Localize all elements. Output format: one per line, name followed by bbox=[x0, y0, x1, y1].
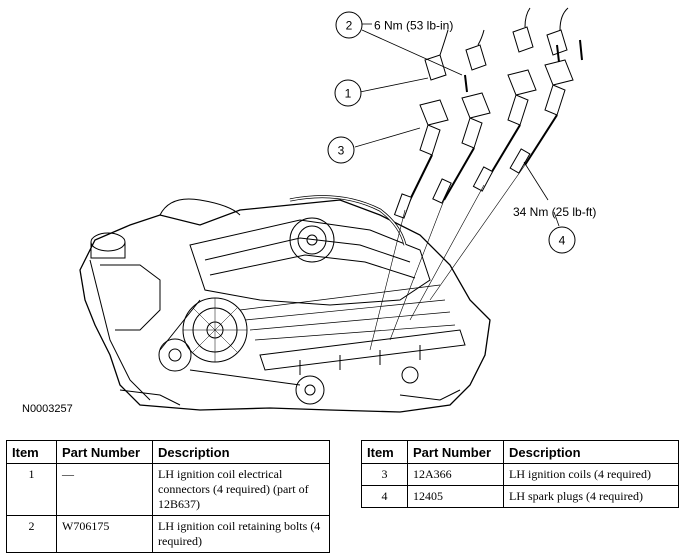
part-description: LH ignition coil electrical connectors (… bbox=[152, 463, 330, 516]
part-number: 12A366 bbox=[407, 463, 504, 486]
part-description: LH ignition coils (4 required) bbox=[503, 463, 679, 486]
header-item: Item bbox=[361, 440, 408, 464]
table-row: 2 W706175 LH ignition coil retaining bol… bbox=[6, 515, 330, 553]
table-row: 1 — LH ignition coil electrical connecto… bbox=[6, 463, 330, 516]
item-number: 3 bbox=[361, 463, 408, 486]
coil-1 bbox=[393, 54, 449, 219]
header-part-number: Part Number bbox=[56, 440, 153, 464]
callout-leaders bbox=[354, 23, 560, 227]
item-number: 4 bbox=[361, 485, 408, 508]
callout-4-torque-spec: 34 Nm (25 lb-ft) bbox=[513, 205, 596, 219]
figure-id: N0003257 bbox=[22, 403, 73, 415]
callout-2: 2 6 Nm (53 lb-in) bbox=[335, 11, 453, 39]
coil-3 bbox=[472, 26, 537, 192]
table-header-row: Item Part Number Description bbox=[361, 440, 679, 464]
part-number: — bbox=[56, 463, 153, 516]
part-number: W706175 bbox=[56, 515, 153, 553]
engine-drawing bbox=[79, 195, 491, 413]
callout-1-label: 1 bbox=[345, 87, 352, 101]
part-number: 12405 bbox=[407, 485, 504, 508]
header-item: Item bbox=[6, 440, 57, 464]
parts-table-right: Item Part Number Description 3 12A366 LH… bbox=[361, 440, 679, 508]
callout-2-torque-spec: 6 Nm (53 lb-in) bbox=[374, 19, 453, 33]
ignition-coils bbox=[393, 7, 583, 219]
part-description: LH ignition coil retaining bolts (4 requ… bbox=[152, 515, 330, 553]
coil-4 bbox=[509, 29, 574, 174]
header-part-number: Part Number bbox=[407, 440, 504, 464]
header-description: Description bbox=[152, 440, 330, 464]
item-number: 1 bbox=[6, 463, 57, 516]
part-description: LH spark plugs (4 required) bbox=[503, 485, 679, 508]
callout-1: 1 bbox=[334, 79, 362, 107]
callout-3: 3 bbox=[327, 136, 355, 164]
callout-3-label: 3 bbox=[338, 144, 345, 158]
table-header-row: Item Part Number Description bbox=[6, 440, 330, 464]
coil-2 bbox=[432, 44, 491, 204]
callout-4-label: 4 bbox=[559, 234, 566, 248]
engine-ignition-diagram: 1 2 6 Nm (53 lb-in) 3 34 Nm (25 lb-ft) 4 bbox=[79, 7, 596, 413]
install-lines bbox=[369, 164, 526, 351]
callout-4: 34 Nm (25 lb-ft) 4 bbox=[513, 205, 596, 254]
table-row: 4 12405 LH spark plugs (4 required) bbox=[361, 485, 679, 508]
callout-2-label: 2 bbox=[346, 19, 353, 33]
header-description: Description bbox=[503, 440, 679, 464]
item-number: 2 bbox=[6, 515, 57, 553]
parts-table-left: Item Part Number Description 1 — LH igni… bbox=[6, 440, 330, 553]
table-row: 3 12A366 LH ignition coils (4 required) bbox=[361, 463, 679, 486]
